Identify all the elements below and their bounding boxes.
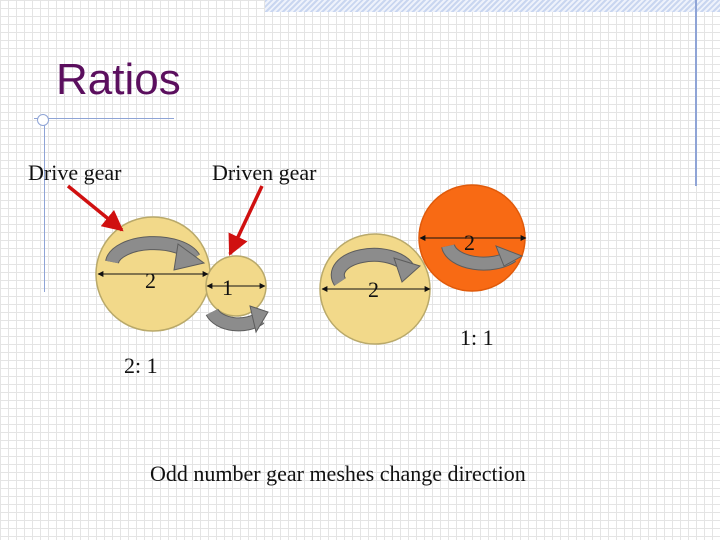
slide-title: Ratios	[56, 55, 181, 104]
title-bullet-ring	[37, 114, 49, 126]
driven-pointer-arrow	[228, 185, 264, 256]
output-rotation-arrow-icon	[441, 243, 524, 271]
right-accent-rule	[695, 0, 697, 186]
drive-rotation-arrow-icon	[105, 236, 206, 271]
caption: Odd number gear meshes change direction	[150, 461, 526, 486]
ratio-right-label: 1: 1	[460, 325, 494, 350]
drive-gear-label: Drive gear	[28, 160, 122, 185]
ratio-left-label: 2: 1	[124, 353, 158, 378]
driven-gear-label: Driven gear	[212, 160, 317, 185]
driven-rotation-arrow-icon	[205, 305, 269, 334]
idler-dimension-value: 2	[368, 277, 379, 302]
title-underline	[34, 118, 174, 119]
header-pattern-band	[265, 0, 720, 12]
idler-rotation-arrow-icon	[330, 247, 421, 286]
driven-dimension-value: 1	[222, 275, 233, 300]
output-dimension-value: 2	[464, 230, 475, 255]
drive-dimension-value: 2	[145, 268, 156, 293]
drive-pointer-arrow	[66, 184, 124, 232]
left-accent-rule	[44, 118, 45, 292]
